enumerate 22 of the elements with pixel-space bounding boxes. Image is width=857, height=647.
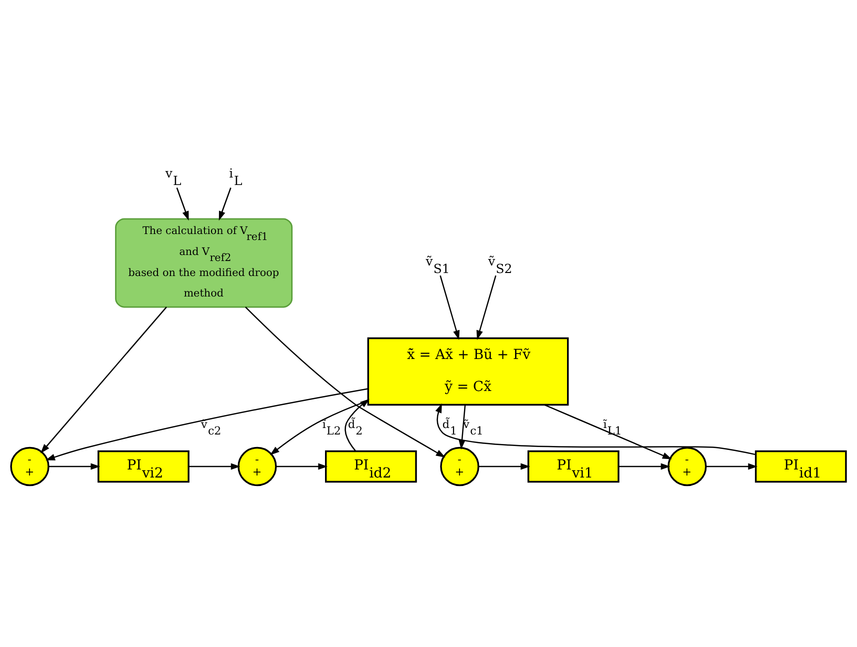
arrow	[618, 462, 670, 470]
arrow	[176, 187, 189, 220]
arrow	[440, 274, 460, 340]
arrow	[435, 402, 756, 455]
arrow	[476, 274, 496, 340]
arrow	[458, 404, 466, 450]
arrow	[706, 462, 758, 470]
arrow	[544, 404, 672, 459]
arrow	[245, 306, 446, 458]
arrow	[48, 462, 100, 470]
node-circle: - +	[238, 446, 277, 486]
arrow	[188, 462, 240, 470]
arrow	[40, 306, 167, 453]
arrow	[344, 398, 370, 451]
node-circle: - +	[668, 446, 707, 486]
node-box: x̃̇ = Ax̃ + Bũ + Fṽ ỹ = Cx̃	[367, 336, 569, 406]
arrow	[46, 388, 368, 460]
node-circle: - +	[440, 446, 480, 486]
arrow	[218, 187, 232, 220]
arrow	[478, 462, 530, 470]
node-circle: - +	[10, 446, 50, 486]
arrow	[276, 462, 328, 470]
